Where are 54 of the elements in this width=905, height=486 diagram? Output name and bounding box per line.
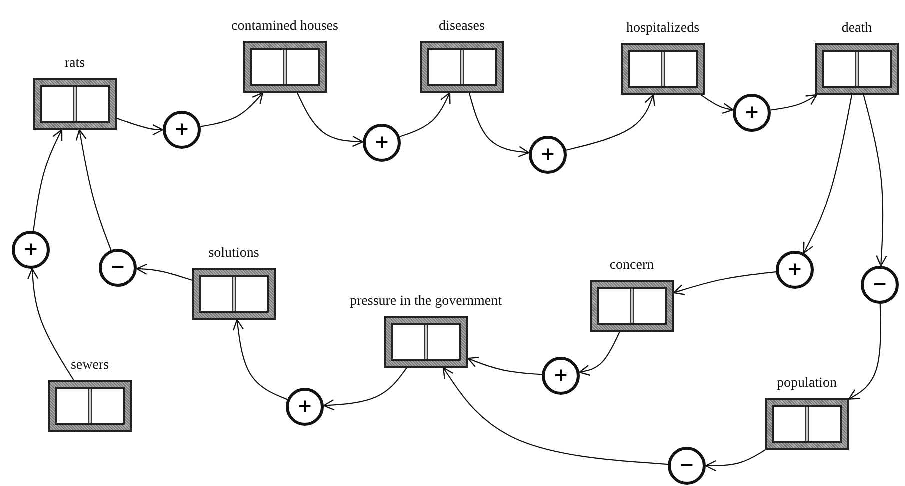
arrow: [323, 368, 408, 411]
polarity-circle: [668, 447, 706, 485]
polarity-sign: −: [872, 276, 888, 294]
arrow: [579, 332, 620, 376]
arrow: [673, 272, 776, 296]
arrow: [296, 92, 364, 148]
polarity-circle: [733, 94, 771, 132]
arrow: [200, 92, 264, 128]
stock-label: death: [842, 21, 872, 37]
polarity-sign: +: [540, 146, 556, 164]
polarity-sign: +: [23, 241, 39, 259]
arrow: [848, 304, 882, 400]
stock-label: pressure in the government: [350, 294, 502, 310]
polarity-circle: [529, 136, 567, 174]
arrow: [27, 268, 74, 380]
polarity-circle: [776, 251, 814, 289]
polarity-sign: +: [553, 367, 569, 385]
polarity-circle: [12, 231, 50, 269]
arrow: [76, 129, 112, 250]
arrow: [116, 118, 164, 136]
arrow: [33, 129, 63, 232]
arrow: [770, 94, 818, 111]
arrow: [232, 319, 288, 400]
arrow: [566, 94, 656, 151]
polarity-sign: −: [679, 457, 695, 475]
polarity-sign: +: [174, 121, 190, 139]
polarity-sign: −: [110, 259, 126, 277]
arrow: [803, 94, 853, 254]
stock-label: contamined houses: [232, 19, 338, 35]
stock-label: rats: [64, 56, 86, 72]
arrow: [705, 450, 766, 472]
arrow: [863, 94, 888, 267]
arrow: [136, 264, 192, 281]
polarity-circle: [861, 266, 899, 304]
arrow: [700, 94, 734, 114]
polarity-sign: +: [374, 134, 390, 152]
polarity-sign: +: [744, 104, 760, 122]
stock-label: diseases: [439, 19, 485, 35]
stock-label: population: [777, 376, 837, 392]
polarity-circle: [542, 357, 580, 395]
polarity-circle: [363, 124, 401, 162]
stock-label: sewers: [70, 358, 110, 374]
polarity-sign: +: [787, 261, 803, 279]
polarity-sign: +: [297, 398, 313, 416]
arrow: [467, 357, 542, 376]
arrow: [400, 92, 451, 138]
polarity-circle: [163, 111, 201, 149]
polarity-circle: [99, 249, 137, 287]
polarity-circle: [286, 388, 324, 426]
stock-label: solutions: [208, 246, 260, 262]
stock-label: concern: [610, 258, 654, 274]
arrow: [468, 92, 530, 158]
arrow: [442, 367, 668, 466]
stock-label: hospitalizeds: [626, 21, 700, 37]
